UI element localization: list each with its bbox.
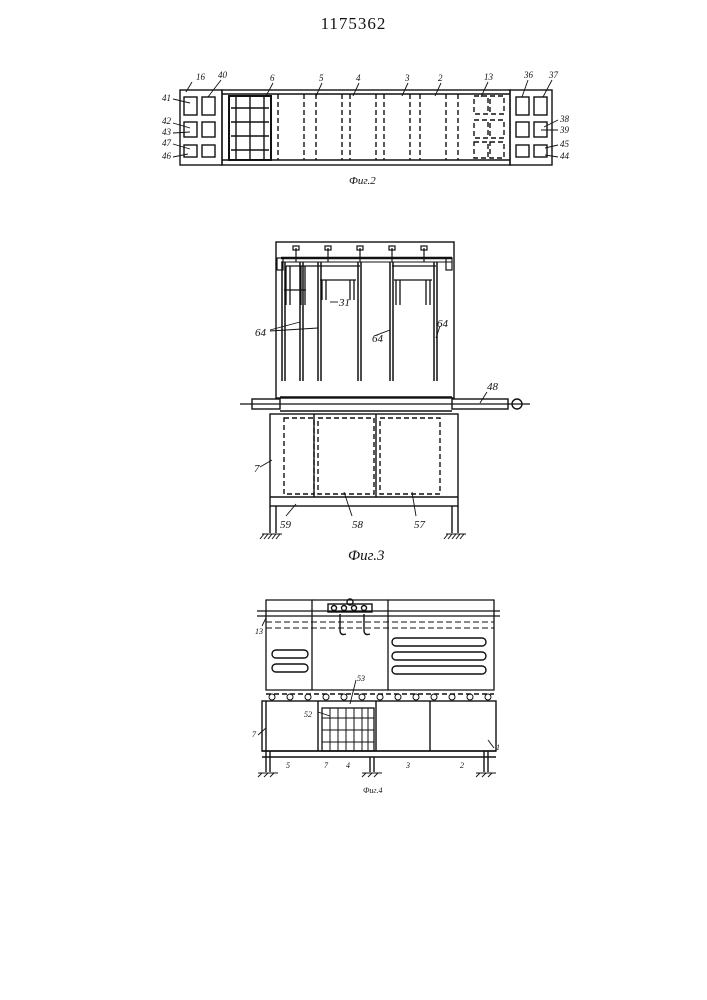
fig3-label-64-middle: 64 bbox=[372, 333, 384, 345]
fig4-lower-body bbox=[262, 701, 496, 751]
fig3-label-64-right: 64 bbox=[437, 318, 449, 330]
fig2-label-41: 41 bbox=[162, 93, 171, 103]
fig2-main-tank bbox=[222, 90, 510, 165]
fig4-label-4: 4 bbox=[346, 761, 350, 770]
fig2-label-39: 39 bbox=[559, 125, 570, 135]
fig4-caption: Фиг.4 bbox=[363, 786, 382, 795]
fig4-label-1: 1 bbox=[496, 743, 500, 752]
fig2-label-45: 45 bbox=[560, 139, 570, 149]
fig4-label-7-left: 7 bbox=[252, 730, 257, 739]
fig2-label-6: 6 bbox=[270, 73, 275, 83]
fig3-label-57: 57 bbox=[414, 519, 426, 531]
figure-4: 13 53 52 7 5 7 4 3 2 1 Фиг.4 bbox=[252, 599, 500, 795]
fig2-label-2: 2 bbox=[438, 73, 443, 83]
fig2-label-3: 3 bbox=[404, 73, 410, 83]
fig2-label-36: 36 bbox=[523, 70, 534, 80]
fig4-label-5: 5 bbox=[286, 761, 290, 770]
fig2-label-4: 4 bbox=[356, 73, 361, 83]
fig4-label-2: 2 bbox=[460, 761, 464, 770]
fig2-label-13: 13 bbox=[484, 72, 494, 82]
figure-2: 16 40 41 42 43 47 46 6 5 4 3 2 13 36 37 … bbox=[162, 70, 570, 187]
fig2-label-43: 43 bbox=[162, 127, 172, 137]
fig2-label-37: 37 bbox=[548, 70, 559, 80]
fig3-label-59: 59 bbox=[280, 519, 292, 531]
fig2-label-46: 46 bbox=[162, 151, 172, 161]
fig3-caption: Фиг.3 bbox=[348, 548, 384, 564]
fig2-label-42: 42 bbox=[162, 116, 172, 126]
fig4-label-52: 52 bbox=[304, 710, 312, 719]
fig3-label-48: 48 bbox=[487, 381, 499, 393]
fig3-label-58: 58 bbox=[352, 519, 364, 531]
fig2-label-40: 40 bbox=[218, 70, 228, 80]
fig2-caption: Фиг.2 bbox=[349, 175, 376, 187]
fig4-label-7-bottom: 7 bbox=[324, 761, 329, 770]
fig2-label-38: 38 bbox=[559, 114, 570, 124]
fig4-label-53: 53 bbox=[357, 674, 365, 683]
fig3-label-7: 7 bbox=[254, 463, 260, 475]
fig3-label-31: 31 bbox=[338, 297, 350, 309]
fig4-label-3: 3 bbox=[405, 761, 410, 770]
figure-3: 31 64 64 64 48 7 59 58 57 Фиг.3 bbox=[240, 242, 530, 564]
fig3-lower-frame bbox=[270, 414, 458, 506]
fig2-label-16: 16 bbox=[196, 72, 206, 82]
fig2-label-44: 44 bbox=[560, 151, 570, 161]
fig2-label-47: 47 bbox=[162, 138, 172, 148]
fig3-label-64-left: 64 bbox=[255, 327, 267, 339]
fig4-label-13: 13 bbox=[255, 627, 263, 636]
fig2-label-5: 5 bbox=[319, 73, 324, 83]
